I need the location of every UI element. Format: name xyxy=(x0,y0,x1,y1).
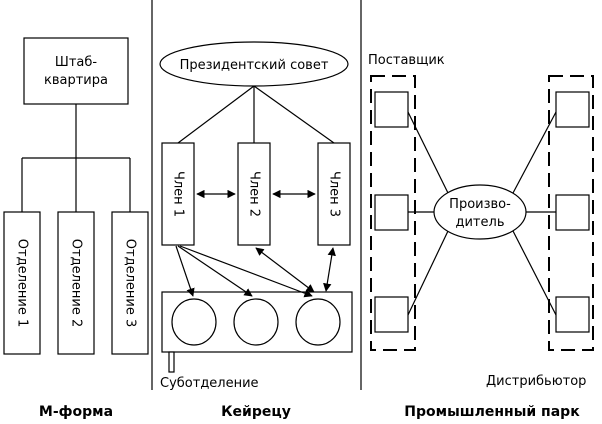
link-distributor-3 xyxy=(512,230,557,316)
link-distributor-1 xyxy=(512,111,557,194)
producer-label-line1: Произво- xyxy=(449,197,511,212)
mform-panel: Штаб- квартира Отделение 1 Отделение 2 О… xyxy=(3,37,149,355)
keiretsu-panel: Президентский совет Член 1 Член 2 Член 3… xyxy=(159,41,353,391)
division-label-1: Отделение 1 xyxy=(15,239,30,327)
park-panel: Поставщик Произво- дитель Дистрибьютор xyxy=(368,53,594,389)
supplier-box-1 xyxy=(374,91,409,128)
member-label-2: Член 2 xyxy=(247,171,262,217)
link-supplier-3 xyxy=(407,230,449,316)
member-box-3 xyxy=(317,142,351,246)
mform-caption: М-форма xyxy=(39,404,113,420)
supplier-box-2 xyxy=(374,194,409,231)
link-m3-s3 xyxy=(323,247,336,292)
subdivision-tab xyxy=(168,351,175,373)
division-label-3: Отделение 3 xyxy=(123,239,138,327)
subsidiary-circle-1 xyxy=(171,298,217,346)
subsidiary-circle-3 xyxy=(295,298,341,346)
council-link-1 xyxy=(177,85,255,144)
supplier-column xyxy=(370,75,416,351)
division-label-2: Отделение 2 xyxy=(69,239,84,327)
link-supplier-1 xyxy=(407,111,449,194)
hq-box xyxy=(23,37,129,105)
member-label-1: Член 1 xyxy=(171,171,186,217)
supplier-label: Поставщик xyxy=(368,53,445,68)
link-m1-s3 xyxy=(179,245,313,298)
supplier-box-3 xyxy=(374,296,409,333)
hq-label-line1: Штаб- xyxy=(55,55,97,70)
council-link-3 xyxy=(253,85,335,144)
subsidiary-circle-2 xyxy=(233,298,279,346)
distributor-box-3 xyxy=(555,296,590,333)
council-label: Президентский совет xyxy=(180,58,329,73)
link-m2-s3 xyxy=(255,247,315,293)
subdivision-label: Суботделение xyxy=(160,376,259,391)
distributor-label: Дистрибьютор xyxy=(486,374,586,389)
distributor-box-2 xyxy=(555,194,590,231)
member-box-1 xyxy=(161,142,195,246)
division-box-3 xyxy=(111,211,149,355)
link-m1-s2 xyxy=(177,245,253,297)
producer-label-line2: дитель xyxy=(456,215,505,230)
member-box-2 xyxy=(237,142,271,246)
keiretsu-caption: Кейрецу xyxy=(221,404,291,420)
producer-ellipse xyxy=(433,184,527,240)
division-box-1 xyxy=(3,211,41,355)
distributor-box-1 xyxy=(555,91,590,128)
link-m1-s1 xyxy=(175,245,195,297)
division-box-2 xyxy=(57,211,95,355)
park-caption: Промышленный парк xyxy=(404,404,580,420)
hq-label-line2: квартира xyxy=(44,73,108,88)
member-label-3: Член 3 xyxy=(327,171,342,217)
distributor-column xyxy=(548,75,594,351)
